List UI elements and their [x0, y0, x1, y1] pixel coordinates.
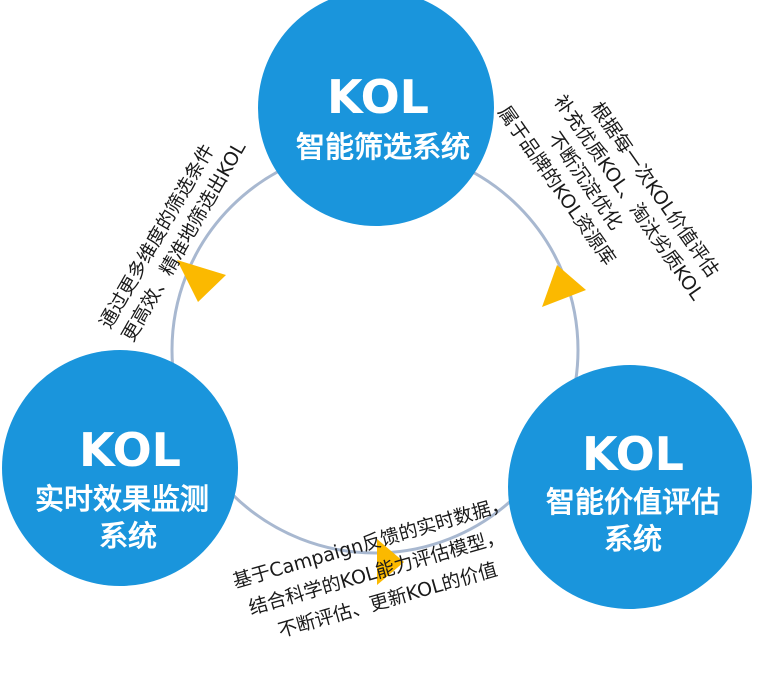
node-top-line-1: 智能筛选系统: [296, 130, 470, 164]
arrow-left-to-top: [177, 260, 226, 302]
node-kol-monitoring: KOL 实时效果监测 系统: [2, 350, 238, 586]
node-left-title: KOL: [79, 423, 181, 477]
node-circle-left: [2, 350, 238, 586]
arrow-top-to-right: [542, 265, 586, 307]
node-left-line-1: 实时效果监测: [35, 482, 209, 516]
note-left: 通过更多维度的筛选条件 更高效、精准地筛选出KOL: [95, 138, 250, 346]
note-right: 根据每一次KOL价值评估 补充优质KOL、淘汰劣质KOL 不断沉淀优化 属于品牌…: [493, 91, 723, 305]
node-kol-valuation: KOL 智能价值评估 系统: [508, 365, 752, 609]
node-right-title: KOL: [582, 427, 684, 481]
node-top-title: KOL: [327, 70, 429, 124]
node-right-line-2: 系统: [604, 522, 662, 556]
node-circle-right: [508, 365, 752, 609]
node-left-line-2: 系统: [99, 519, 157, 553]
node-right-line-1: 智能价值评估: [546, 485, 720, 519]
node-kol-screening: KOL 智能筛选系统: [258, 0, 494, 226]
arrow-right-to-left: [377, 539, 404, 585]
node-circle-top: [258, 0, 494, 226]
note-bottom: 基于Campaign反馈的实时数据， 结合科学的KOL能力评估模型， 不断评估、…: [230, 493, 511, 643]
